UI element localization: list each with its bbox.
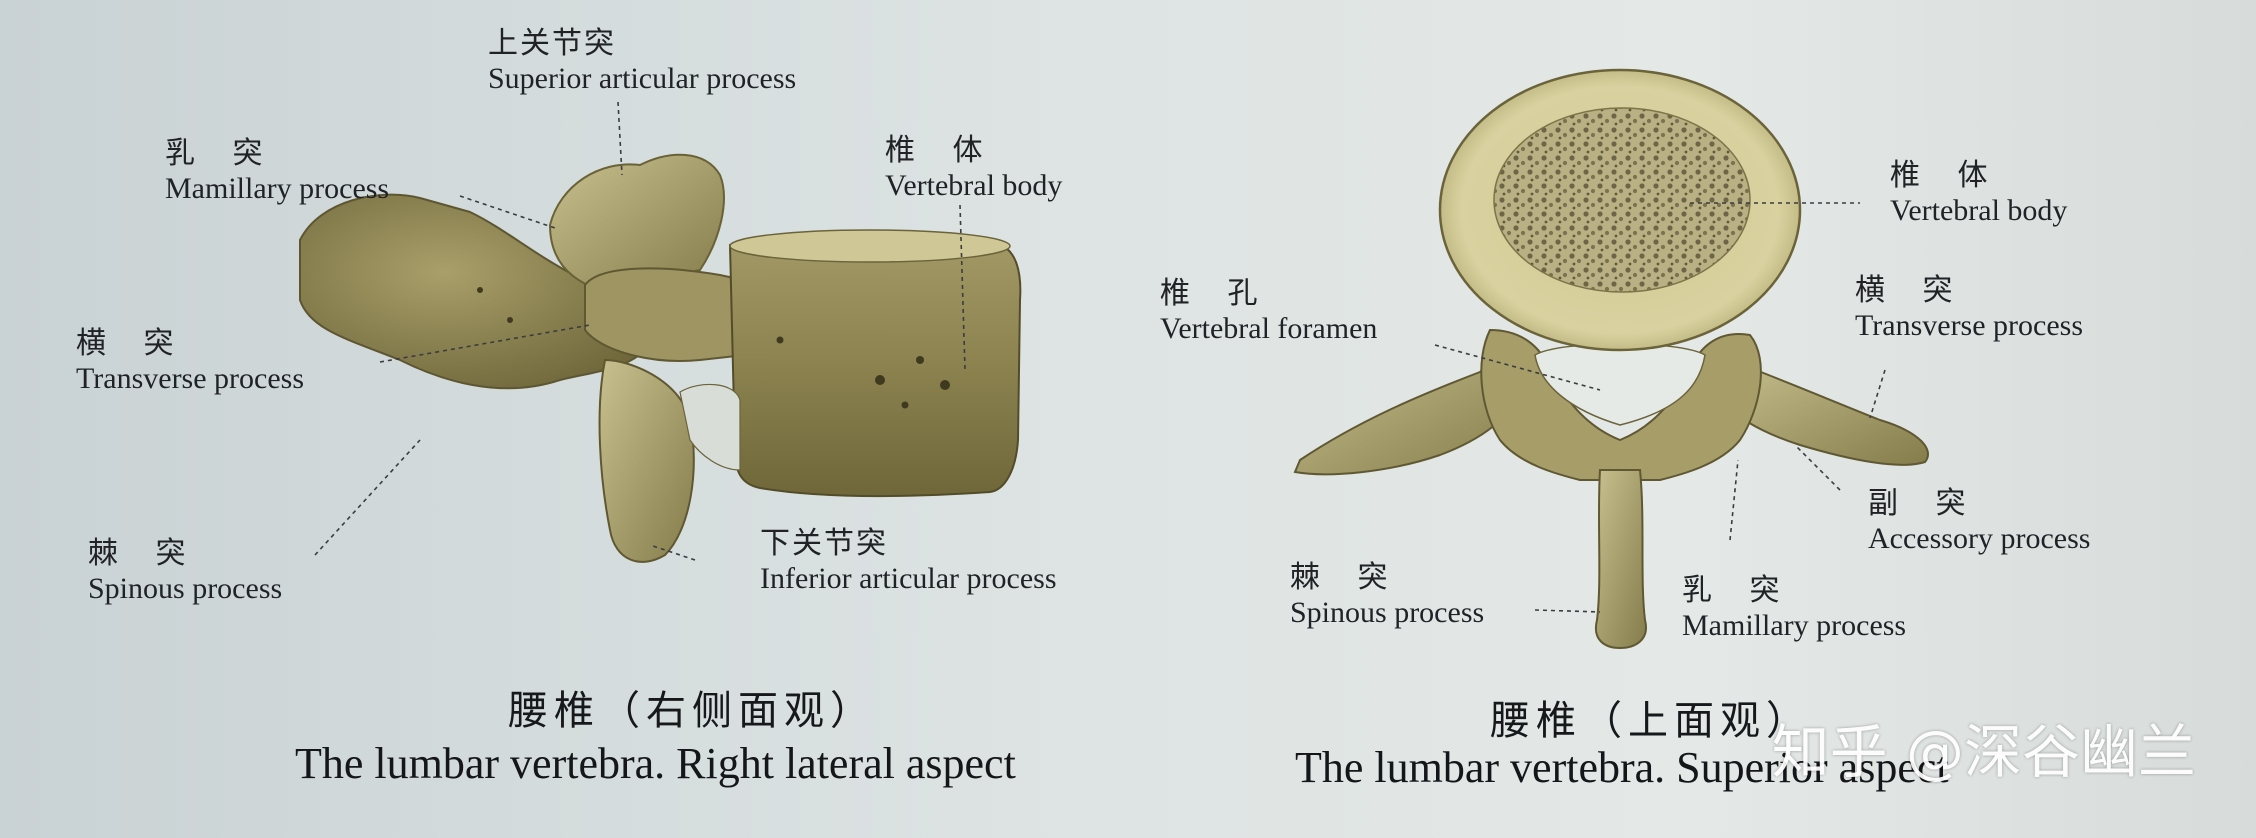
label-vertebral-body-left: 椎 体 Vertebral body: [885, 125, 1062, 203]
label-vertebral-foramen-en: Vertebral foramen: [1160, 312, 1378, 345]
label-inferior-articular-en: Inferior articular process: [760, 562, 1057, 595]
label-accessory-process: 副 突 Accessory process: [1868, 478, 2090, 556]
superior-spinous-process-shape: [1594, 469, 1647, 650]
caption-lateral-zh: 腰椎（右侧面观）: [508, 688, 876, 734]
label-vertebral-body-left-zh: 椎 体: [885, 133, 997, 168]
label-transverse-left-en: Transverse process: [76, 362, 305, 395]
label-superior-articular-zh: 上关节突: [488, 26, 616, 61]
caption-lateral-en: The lumbar vertebra. Right lateral aspec…: [295, 739, 1016, 788]
superior-right-transverse-shape: [1718, 358, 1929, 466]
label-vertebral-foramen: 椎 孔 Vertebral foramen: [1160, 268, 1377, 346]
lateral-leader-lines: [314, 101, 966, 561]
lateral-superior-articular-shape: [548, 153, 725, 292]
superior-vertebra-illustration: [1293, 68, 1929, 650]
label-accessory-en: Accessory process: [1868, 522, 2091, 555]
lateral-inferior-articular-shape: [598, 358, 695, 563]
label-transverse-process-right: 横 突 Transverse process: [1855, 265, 2083, 343]
caption-superior-zh: 腰椎（上面观）: [1490, 698, 1812, 744]
superior-leader-lines: [1434, 202, 1886, 613]
label-transverse-right-en: Transverse process: [1855, 309, 2084, 342]
label-mamillary-right-en: Mamillary process: [1682, 609, 1907, 642]
label-spinous-right-zh: 棘 突: [1290, 560, 1402, 595]
label-mamillary-process-left: 乳 突 Mamillary process: [165, 128, 389, 206]
label-spinous-right-en: Spinous process: [1290, 596, 1485, 629]
watermark: 知乎 @深谷幽兰: [1771, 718, 2196, 786]
label-superior-articular-process: 上关节突 Superior articular process: [488, 18, 796, 96]
lateral-vertebral-body-shape: [728, 231, 1022, 498]
label-vertebral-body-right-en: Vertebral body: [1890, 194, 2068, 227]
lateral-vertebra-illustration: [299, 153, 1022, 563]
caption-superior-en: The lumbar vertebra. Superior aspect: [1295, 743, 1949, 792]
label-transverse-left-zh: 横 突: [76, 326, 188, 361]
label-accessory-zh: 副 突: [1868, 486, 1980, 521]
label-vertebral-body-right-zh: 椎 体: [1890, 158, 2002, 193]
label-spinous-process-right: 棘 突 Spinous process: [1290, 552, 1484, 630]
label-inferior-articular-process: 下关节突 Inferior articular process: [760, 518, 1057, 596]
label-spinous-left-zh: 棘 突: [88, 536, 200, 571]
label-inferior-articular-zh: 下关节突: [760, 526, 888, 561]
label-transverse-process-left: 横 突 Transverse process: [76, 318, 304, 396]
label-spinous-left-en: Spinous process: [88, 572, 283, 605]
label-superior-articular-en: Superior articular process: [488, 62, 797, 95]
label-vertebral-body-left-en: Vertebral body: [885, 169, 1063, 202]
label-mamillary-process-right: 乳 突 Mamillary process: [1682, 565, 1906, 643]
label-mamillary-right-zh: 乳 突: [1682, 573, 1794, 608]
label-vertebral-body-right: 椎 体 Vertebral body: [1890, 150, 2067, 228]
label-mamillary-left-zh: 乳 突: [165, 136, 277, 171]
label-spinous-process-left: 棘 突 Spinous process: [88, 528, 282, 606]
label-vertebral-foramen-zh: 椎 孔: [1160, 276, 1272, 311]
label-mamillary-left-en: Mamillary process: [165, 172, 390, 205]
label-transverse-right-zh: 横 突: [1855, 273, 1967, 308]
